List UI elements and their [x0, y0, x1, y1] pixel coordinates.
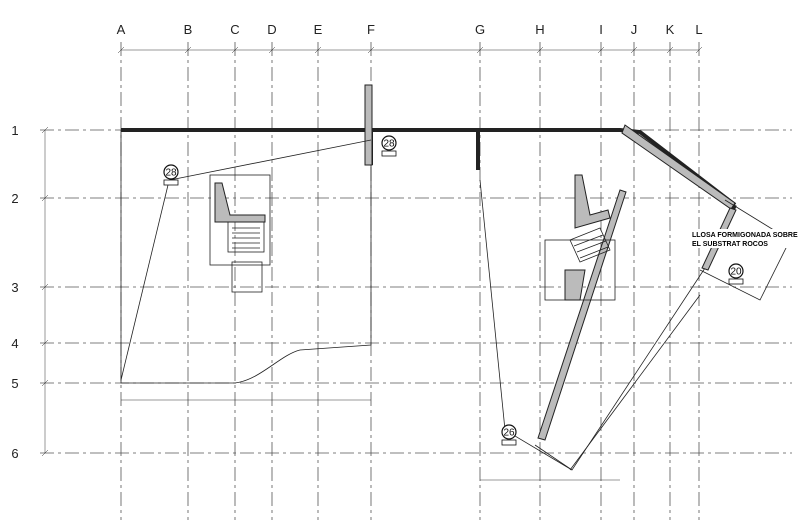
callout-3: 20	[728, 263, 744, 285]
walls	[120, 84, 737, 471]
column-label: D	[267, 22, 276, 37]
column-label: B	[184, 22, 193, 37]
sloping-line-a	[120, 139, 573, 471]
dimension-lines	[41, 46, 703, 481]
stair-west	[209, 174, 271, 293]
east-diagonal-wall-hatched	[621, 124, 736, 210]
callout-number: 28	[165, 168, 177, 179]
column-labels: A B C D E F G H I J K L	[117, 22, 703, 37]
callout-2: 26	[501, 424, 517, 446]
column-label: C	[230, 22, 239, 37]
slab-note-line2: EL SUBSTRAT ROCOS	[692, 241, 768, 248]
slab-note-line1: LLOSA FORMIGONADA SOBRE	[692, 232, 798, 239]
west-wall	[120, 130, 372, 384]
column-label: I	[599, 22, 603, 37]
callout-number: 26	[503, 428, 515, 439]
slab-note: LLOSA FORMIGONADA SOBRE EL SUBSTRAT ROCO…	[690, 199, 798, 301]
row-label: 2	[11, 191, 18, 206]
row-label: 3	[11, 280, 18, 295]
slab-outline	[699, 199, 791, 301]
row-label: 6	[11, 446, 18, 461]
column-label: G	[475, 22, 485, 37]
callout-number: 28	[383, 139, 395, 150]
grid-lines	[40, 42, 792, 520]
column-label: F	[367, 22, 375, 37]
stair-east	[544, 174, 616, 301]
column-label: E	[314, 22, 323, 37]
row-label: 4	[11, 336, 18, 351]
column-f-vertical	[364, 84, 373, 166]
column-label: A	[117, 22, 126, 37]
column-label: H	[535, 22, 544, 37]
row-label: 5	[11, 376, 18, 391]
column-label: L	[695, 22, 702, 37]
row-labels: 1 2 3 4 5 6	[11, 123, 18, 461]
callout-number: 20	[730, 267, 742, 278]
column-label: J	[631, 22, 638, 37]
column-label: K	[666, 22, 675, 37]
slab-note-background	[690, 229, 798, 248]
callout-0: 28	[163, 164, 179, 186]
row-label: 1	[11, 123, 18, 138]
diagonal-retaining-wall	[537, 189, 627, 441]
sloping-line-b	[569, 294, 701, 471]
callout-1: 28	[381, 135, 397, 157]
